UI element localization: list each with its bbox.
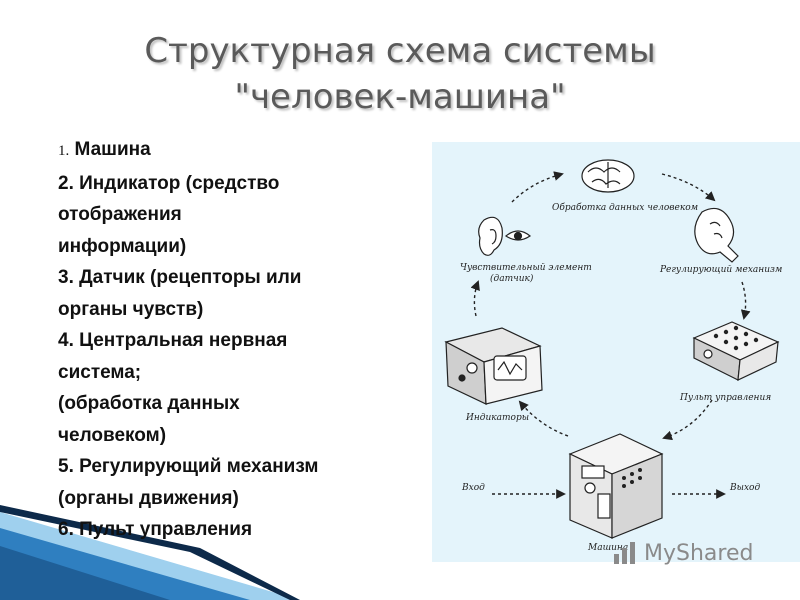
list-item: органы чувств) — [58, 298, 204, 320]
list-item: (обработка данных — [58, 393, 240, 414]
arrow-brain-to-hand — [661, 173, 716, 202]
list-item: отображения — [58, 204, 182, 225]
title-line-1: Структурная схема системы — [144, 31, 656, 71]
input-label: Вход — [461, 483, 485, 493]
list-item: 1. Машина — [58, 134, 438, 168]
system-diagram: Обработка данных человеком Чувствительны… — [432, 142, 800, 562]
watermark: MyShared — [612, 538, 753, 568]
machine-icon — [568, 433, 664, 539]
arrow-sensor-to-brain — [511, 171, 564, 203]
list-item: человеком) — [58, 424, 167, 446]
list-item: система; — [58, 361, 142, 383]
diagram-svg: Обработка данных человеком Чувствительны… — [444, 159, 782, 553]
arrow-hand-to-panel — [740, 281, 751, 320]
arrow-panel-to-machine — [662, 399, 713, 441]
list-item: информации) — [58, 235, 187, 257]
sensor-label-line-2: (датчик) — [490, 273, 534, 284]
list-item-number: 1. — [58, 143, 70, 159]
arrow-machine-to-indicator — [518, 400, 569, 437]
indicator-device-icon — [444, 327, 543, 405]
brain-icon — [581, 159, 635, 193]
hand-label: Регулирующий механизм — [659, 265, 782, 275]
list-item: 2. Индикатор (средство — [58, 172, 280, 194]
brain-label: Обработка данных человеком — [552, 202, 698, 213]
ear-icon — [478, 216, 503, 256]
list-item: 6. Пульт управления — [58, 519, 253, 540]
list-item: 3. Датчик (рецепторы или — [58, 267, 302, 288]
chart-bars-icon — [614, 542, 635, 564]
control-panel-icon — [692, 321, 780, 381]
machine-label: Машина — [587, 543, 628, 553]
list-item: 4. Центральная нервная — [58, 330, 288, 351]
list-item: (органы движения) — [58, 487, 239, 509]
hand-icon — [694, 207, 739, 263]
eye-icon — [504, 230, 532, 241]
panel-label: Пульт управления — [679, 393, 771, 403]
list-item: 5. Регулирующий механизм — [58, 456, 319, 477]
indicator-label: Индикаторы — [465, 413, 529, 423]
sensor-label-line-1: Чувствительный элемент — [460, 263, 592, 273]
output-label: Выход — [729, 483, 760, 493]
list-item-text: Машина — [74, 139, 151, 160]
arrow-indicator-to-sensor — [470, 280, 480, 317]
component-list: 1. Машина 2. Индикатор (средство отображ… — [58, 134, 438, 546]
watermark-text: MyShared — [644, 540, 754, 566]
title-line-2: "человек-машина" — [234, 77, 566, 117]
page-title: Структурная схема системы "человек-машин… — [0, 28, 800, 120]
